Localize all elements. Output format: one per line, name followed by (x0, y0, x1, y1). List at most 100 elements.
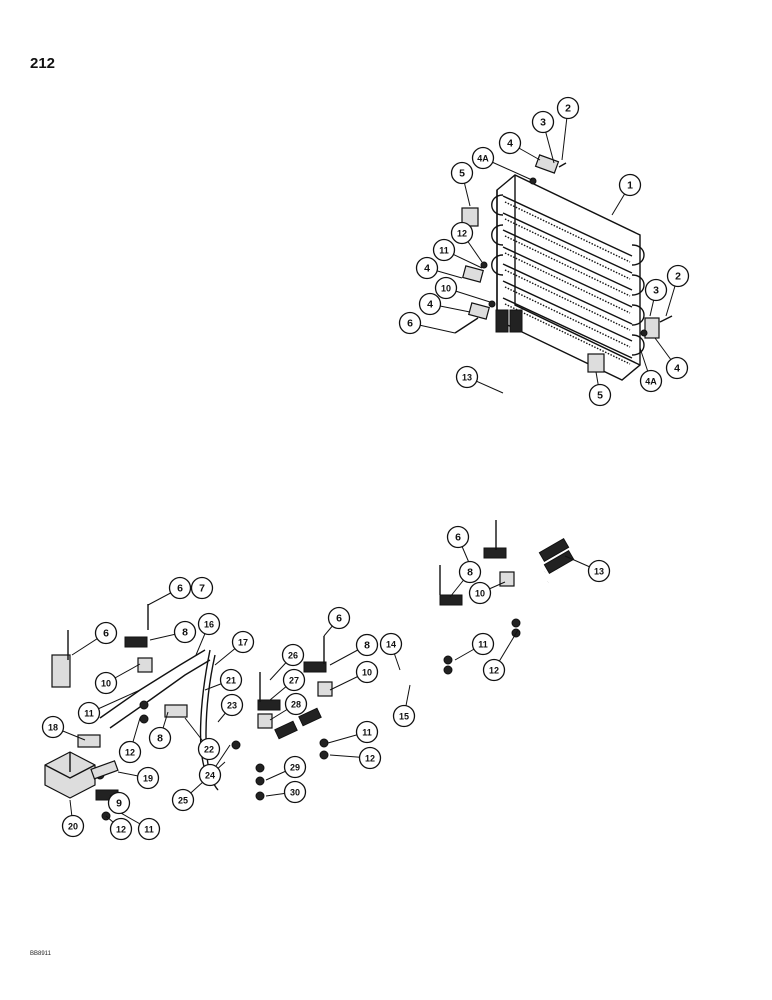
cooler-tube (502, 229, 633, 291)
callout-number: 19 (143, 774, 153, 784)
callout-12: 12 (109, 817, 133, 841)
callout-number: 8 (364, 640, 370, 652)
callout-number: 2 (565, 103, 571, 115)
cooler-tube (504, 269, 631, 331)
callout-6: 6 (398, 311, 422, 335)
callout-22: 22 (197, 737, 221, 761)
callout-circle (148, 726, 172, 750)
callout-number: 6 (336, 613, 342, 625)
callout-number: 3 (540, 117, 546, 129)
callout-circle (471, 146, 495, 170)
callout-number: 15 (399, 712, 409, 722)
callout-circle (109, 817, 133, 841)
callout-number: 4 (507, 138, 513, 150)
callout-number: 5 (597, 390, 603, 402)
callout-number: 27 (289, 676, 299, 686)
callout-1: 1 (618, 173, 642, 197)
callout-4: 4 (665, 356, 689, 380)
callout-number: 25 (178, 796, 188, 806)
callout-circle (556, 96, 580, 120)
callout-circle (434, 276, 458, 300)
callout-6: 6 (168, 576, 192, 600)
callout-number: 10 (101, 679, 111, 689)
callout-number: 6 (407, 318, 413, 330)
hose-assembly (453, 309, 642, 575)
callout-circle (666, 264, 690, 288)
callout-5: 5 (450, 161, 474, 185)
callout-circle (471, 632, 495, 656)
callout-number: 8 (157, 733, 163, 745)
callout-number: 26 (288, 651, 298, 661)
callout-circle (355, 660, 379, 684)
callout-number: 29 (290, 763, 300, 773)
callout-circle (482, 658, 506, 682)
callout-circle (587, 559, 611, 583)
callout-number: 3 (653, 285, 659, 297)
callout-12: 12 (358, 746, 382, 770)
callout-number: 10 (441, 284, 451, 294)
cooler-tube (504, 218, 631, 280)
callout-number: 13 (594, 567, 604, 577)
callout-number: 9 (116, 798, 122, 810)
callout-circle (379, 632, 403, 656)
cooler-tube (502, 246, 633, 308)
callout-circle (281, 643, 305, 667)
callout-15: 15 (392, 704, 416, 728)
callout-circle (355, 720, 379, 744)
cooler-tube (504, 252, 631, 314)
callout-number: 28 (291, 700, 301, 710)
callout-21: 21 (219, 668, 243, 692)
callout-number: 12 (116, 825, 126, 835)
callout-circle (531, 110, 555, 134)
callout-circle (77, 701, 101, 725)
callout-number: 11 (478, 640, 488, 650)
callout-number: 24 (205, 771, 215, 781)
figure-id: BB8911 (30, 951, 52, 957)
callout-26: 26 (281, 643, 305, 667)
callout-number: 20 (68, 822, 78, 832)
callout-17: 17 (231, 630, 255, 654)
callout-number: 6 (455, 532, 461, 544)
callout-number: 2 (675, 271, 681, 283)
callout-number: 13 (462, 373, 472, 383)
callout-circle (197, 737, 221, 761)
callout-number: 12 (457, 229, 467, 239)
callout-circle (355, 633, 379, 657)
callout-4a: 4A (639, 369, 663, 393)
callout-13: 13 (455, 365, 479, 389)
callout-number: 11 (144, 825, 154, 835)
callout-number: 6 (103, 628, 109, 640)
callout-circle (327, 606, 351, 630)
callout-8: 8 (173, 620, 197, 644)
callout-11: 11 (77, 701, 101, 725)
callout-number: 14 (386, 640, 396, 650)
callout-14: 14 (379, 632, 403, 656)
callout-11: 11 (137, 817, 161, 841)
callout-number: 4 (674, 363, 680, 375)
callout-2: 2 (556, 96, 580, 120)
callout-number: 22 (204, 745, 214, 755)
callout-circle (415, 256, 439, 280)
callout-circle (498, 131, 522, 155)
callout-4: 4 (418, 292, 442, 316)
callout-10: 10 (434, 276, 458, 300)
callout-23: 23 (220, 693, 244, 717)
callout-circle (94, 621, 118, 645)
callout-circle (450, 221, 474, 245)
cooler-tube (502, 297, 633, 359)
callout-number: 16 (204, 620, 214, 630)
callout-circle (618, 173, 642, 197)
callout-circle (231, 630, 255, 654)
callout-number: 11 (439, 246, 449, 256)
callout-12: 12 (118, 740, 142, 764)
callout-circle (190, 576, 214, 600)
callout-10: 10 (468, 581, 492, 605)
callout-8: 8 (458, 560, 482, 584)
callout-25: 25 (171, 788, 195, 812)
callout-16: 16 (197, 612, 221, 636)
callout-number: 10 (362, 668, 372, 678)
callout-10: 10 (355, 660, 379, 684)
callout-circle (282, 668, 306, 692)
callout-circle (398, 311, 422, 335)
callout-circle (107, 791, 131, 815)
